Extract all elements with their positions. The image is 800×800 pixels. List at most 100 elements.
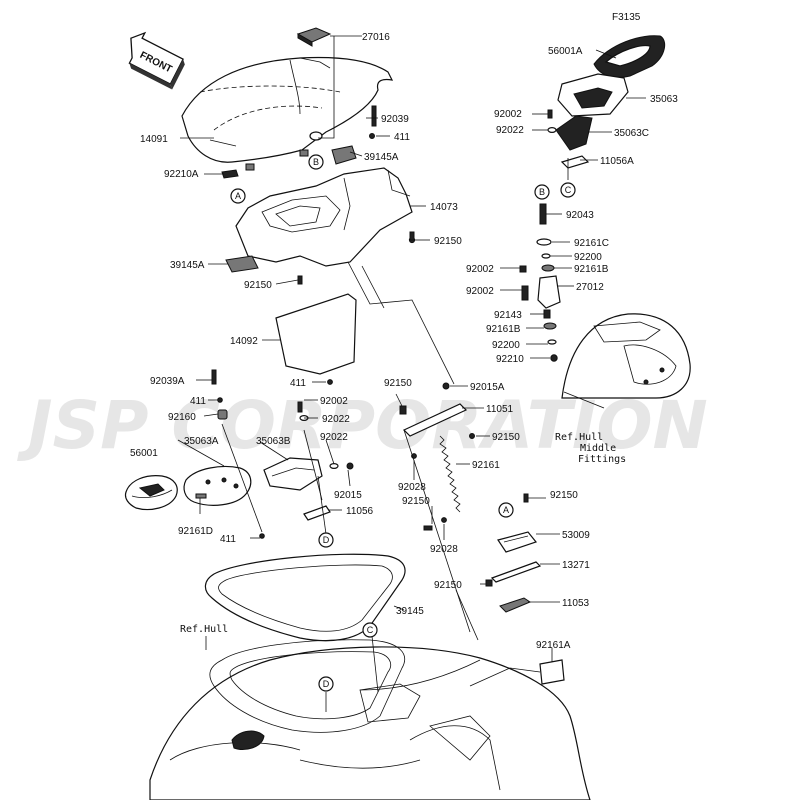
label-92161a: 92161A [536, 640, 571, 651]
label-92002a: 92002 [494, 109, 522, 120]
bolt-92039a [211, 369, 217, 385]
seat-cap-27016 [296, 27, 332, 47]
label-92028b: 92028 [430, 544, 458, 555]
svg-text:A: A [235, 191, 241, 201]
label-27016: 27016 [362, 32, 390, 43]
label-56001a: 56001A [548, 46, 583, 57]
seat-base-14073 [235, 167, 413, 267]
gasket-39145 [204, 553, 406, 642]
latch-53009 [497, 531, 538, 553]
guide-line-1 [347, 261, 455, 385]
bolt-92002b [519, 265, 527, 273]
hull [149, 639, 591, 800]
svg-text:B: B [539, 187, 545, 197]
diagram-code: F3135 [612, 12, 641, 23]
clip-seat-left [245, 163, 255, 171]
label-11056: 11056 [346, 506, 374, 517]
bolt-92039 [371, 105, 377, 127]
label-13271: 13271 [562, 560, 590, 571]
guide-line-3 [403, 429, 471, 633]
circle-marker-d2: D [318, 676, 334, 692]
label-56001: 56001 [130, 448, 158, 459]
label-92161b-top: 92161B [574, 264, 609, 275]
clip-seat [299, 149, 309, 157]
latch-53009-detail [503, 535, 529, 543]
guide-line-2 [361, 265, 385, 309]
label-39145a-low: 39145A [170, 260, 205, 271]
label-92002b: 92002 [466, 264, 494, 275]
label-92210a: 92210A [164, 169, 199, 180]
pad-39145a-top [331, 145, 357, 165]
label-53009: 53009 [562, 530, 590, 541]
bolt-92002a [547, 109, 553, 119]
label-92043: 92043 [566, 210, 594, 221]
label-14091: 14091 [140, 134, 168, 145]
ref-hull-middle-1: Ref.Hull [555, 432, 603, 443]
ref-hull-middle-2: Middle [580, 443, 616, 454]
plate-11056 [303, 505, 331, 521]
bolt-92150c [399, 405, 407, 415]
label-39145a-top: 39145A [364, 152, 399, 163]
bolt-92002c [297, 401, 303, 413]
collar-92143 [543, 309, 551, 319]
label-92002c: 92002 [320, 396, 348, 407]
bracket-11053 [499, 597, 532, 613]
label-92150d: 92150 [492, 432, 520, 443]
label-11051: 11051 [486, 404, 514, 415]
label-35063c: 35063C [614, 128, 649, 139]
label-92028a: 92028 [398, 482, 426, 493]
circle-marker-c2: C [362, 622, 378, 638]
label-92161: 92161 [472, 460, 500, 471]
rubber-92161d [195, 493, 207, 499]
label-92150f: 92150 [550, 490, 578, 501]
nut-411c [217, 397, 223, 403]
nut-411b [327, 379, 333, 385]
bolt-92150g [485, 579, 493, 587]
bolt-92002d [521, 285, 529, 301]
label-411d: 411 [220, 534, 236, 545]
label-14073: 14073 [430, 202, 458, 213]
label-411c: 411 [190, 396, 206, 407]
nut-92210 [550, 354, 558, 362]
nut-411d [259, 533, 265, 539]
label-11053: 11053 [562, 598, 590, 609]
label-92200b: 92200 [492, 340, 520, 351]
mirror-56001 [124, 475, 178, 511]
label-92150e: 92150 [402, 496, 430, 507]
washer-92022d [329, 463, 339, 470]
watermark: JSP CORPORATION [17, 387, 708, 464]
label-92150a: 92150 [434, 236, 462, 247]
grommet-92160 [217, 409, 228, 420]
label-411b: 411 [290, 378, 306, 389]
label-35063b: 35063B [256, 436, 291, 447]
label-92161c: 92161C [574, 238, 609, 249]
label-92210: 92210 [496, 354, 524, 365]
label-92015a: 92015A [470, 382, 505, 393]
circle-marker-a2: A [498, 502, 514, 518]
label-92150c: 92150 [384, 378, 412, 389]
svg-text:B: B [313, 157, 319, 167]
hull-middle-fittings [561, 313, 691, 399]
nut-411a [369, 133, 375, 139]
label-92150g: 92150 [434, 580, 462, 591]
rubber-92161b-top [541, 264, 555, 272]
label-35063: 35063 [650, 94, 678, 105]
label-92002d: 92002 [466, 286, 494, 297]
label-92150b: 92150 [244, 280, 272, 291]
svg-text:C: C [565, 185, 572, 195]
plate-11056a [560, 155, 590, 169]
ref-hull-middle-3: Fittings [578, 454, 626, 465]
visor-56001a [593, 35, 666, 78]
label-92022a: 92022 [496, 125, 524, 136]
pin-92028b [441, 517, 447, 523]
bolt-92150d [469, 433, 475, 439]
label-39145: 39145 [396, 606, 424, 617]
circle-marker-a1: A [230, 188, 246, 204]
nut-92015a [442, 382, 450, 390]
bracket-35063b [263, 457, 323, 491]
circle-marker-c1: C [560, 182, 576, 198]
mirror-bracket-35063a [183, 465, 252, 506]
label-27012: 27012 [576, 282, 604, 293]
label-92022d: 92022 [320, 432, 348, 443]
label-92161d: 92161D [178, 526, 213, 537]
